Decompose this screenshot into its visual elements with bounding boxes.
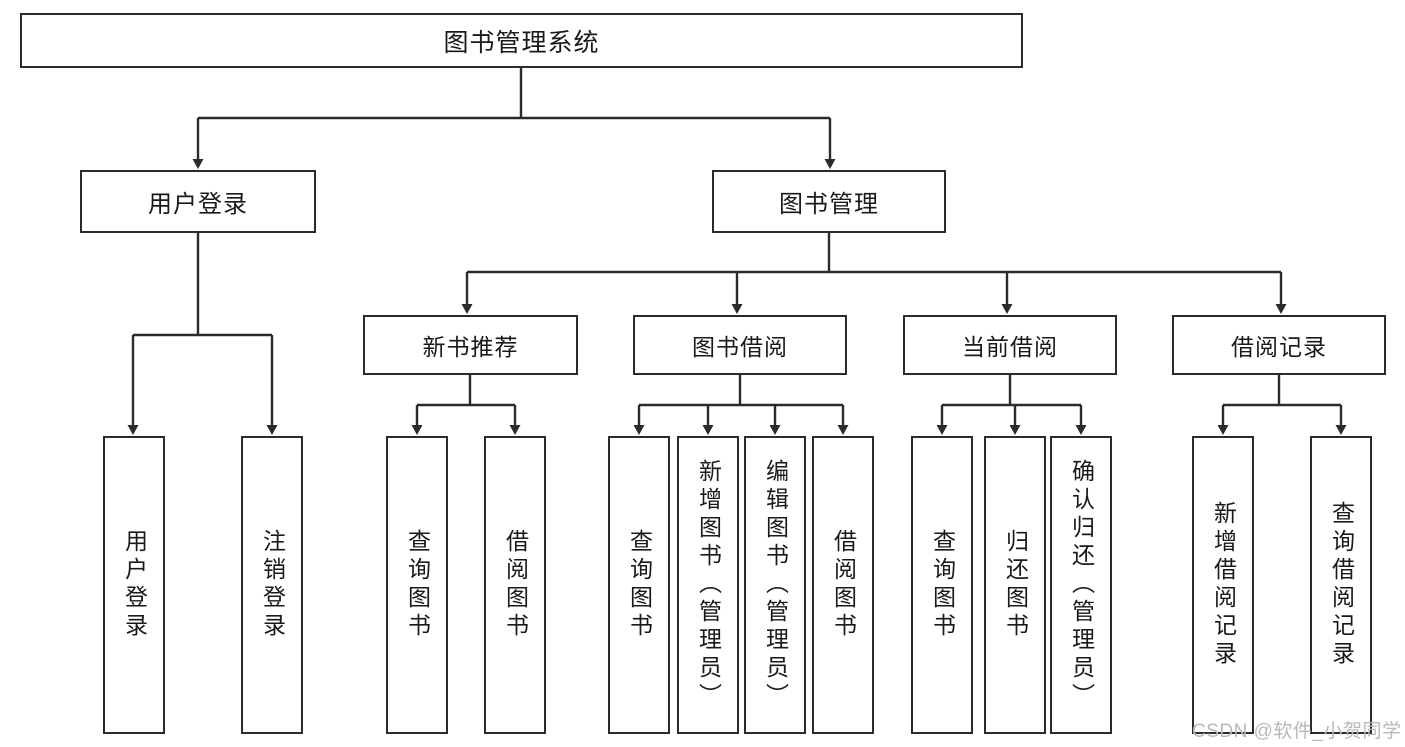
node-leaf-query-book-borrow[interactable]: 查询图书 xyxy=(608,436,670,734)
node-label: 查询图书 xyxy=(404,529,431,641)
node-label: 借阅图书 xyxy=(502,529,529,641)
node-label: 图书借阅 xyxy=(692,334,788,360)
node-label: 查询图书 xyxy=(626,529,653,641)
node-label: 确认归还（管理员） xyxy=(1068,459,1095,711)
node-label: 当前借阅 xyxy=(962,334,1058,360)
node-leaf-borrow-book-recommend[interactable]: 借阅图书 xyxy=(484,436,546,734)
node-level3-borrow-record[interactable]: 借阅记录 xyxy=(1172,315,1386,375)
node-label: 编辑图书（管理员） xyxy=(762,459,789,711)
node-label: 借阅记录 xyxy=(1231,334,1327,360)
node-label: 用户登录 xyxy=(148,191,248,218)
node-label: 借阅图书 xyxy=(830,529,857,641)
node-leaf-edit-book-admin[interactable]: 编辑图书（管理员） xyxy=(744,436,806,734)
node-leaf-add-book-admin[interactable]: 新增图书（管理员） xyxy=(677,436,739,734)
node-level2-user-login[interactable]: 用户登录 xyxy=(80,170,316,233)
node-level3-new-book-recommend[interactable]: 新书推荐 xyxy=(363,315,578,375)
node-leaf-add-borrow-record[interactable]: 新增借阅记录 xyxy=(1192,436,1254,734)
node-label: 新书推荐 xyxy=(422,334,519,360)
node-leaf-return-book[interactable]: 归还图书 xyxy=(984,436,1046,734)
node-root-label: 图书管理系统 xyxy=(443,28,600,57)
node-label: 新增借阅记录 xyxy=(1210,501,1237,669)
node-leaf-logout[interactable]: 注销登录 xyxy=(241,436,303,734)
node-leaf-query-book-recommend[interactable]: 查询图书 xyxy=(386,436,448,734)
node-leaf-query-borrow-record[interactable]: 查询借阅记录 xyxy=(1310,436,1372,734)
node-label: 用户登录 xyxy=(121,529,148,641)
node-label: 查询借阅记录 xyxy=(1328,501,1355,669)
node-level3-book-borrow[interactable]: 图书借阅 xyxy=(633,315,847,375)
node-label: 注销登录 xyxy=(259,529,286,641)
node-label: 图书管理 xyxy=(779,191,879,218)
node-leaf-borrow-book[interactable]: 借阅图书 xyxy=(812,436,874,734)
node-level2-book-management[interactable]: 图书管理 xyxy=(712,170,946,233)
node-label: 查询图书 xyxy=(929,529,956,641)
csdn-watermark: CSDN @软件_小贺同学 xyxy=(1192,721,1402,742)
node-level3-current-borrow[interactable]: 当前借阅 xyxy=(903,315,1117,375)
node-root[interactable]: 图书管理系统 xyxy=(20,13,1023,68)
node-leaf-confirm-return-admin[interactable]: 确认归还（管理员） xyxy=(1050,436,1112,734)
node-label: 归还图书 xyxy=(1002,529,1029,641)
node-leaf-user-login[interactable]: 用户登录 xyxy=(103,436,165,734)
node-label: 新增图书（管理员） xyxy=(695,459,722,711)
node-leaf-query-book-current[interactable]: 查询图书 xyxy=(911,436,973,734)
